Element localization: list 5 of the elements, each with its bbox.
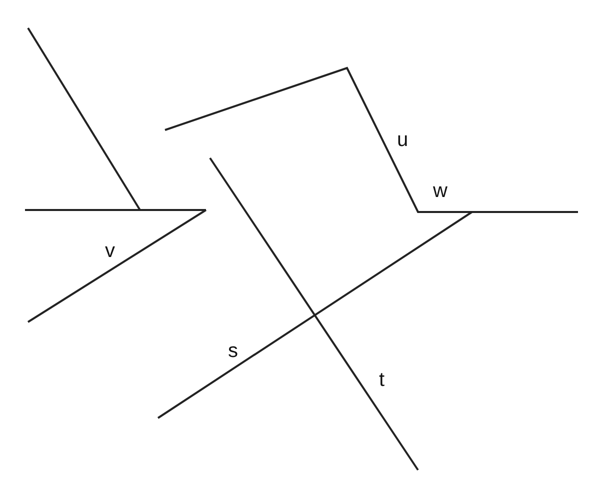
line-label: v [105,241,115,261]
line-label: s [228,341,238,361]
line-label: u [397,130,408,150]
line-label: t [379,370,385,390]
line-label: w [433,181,448,201]
